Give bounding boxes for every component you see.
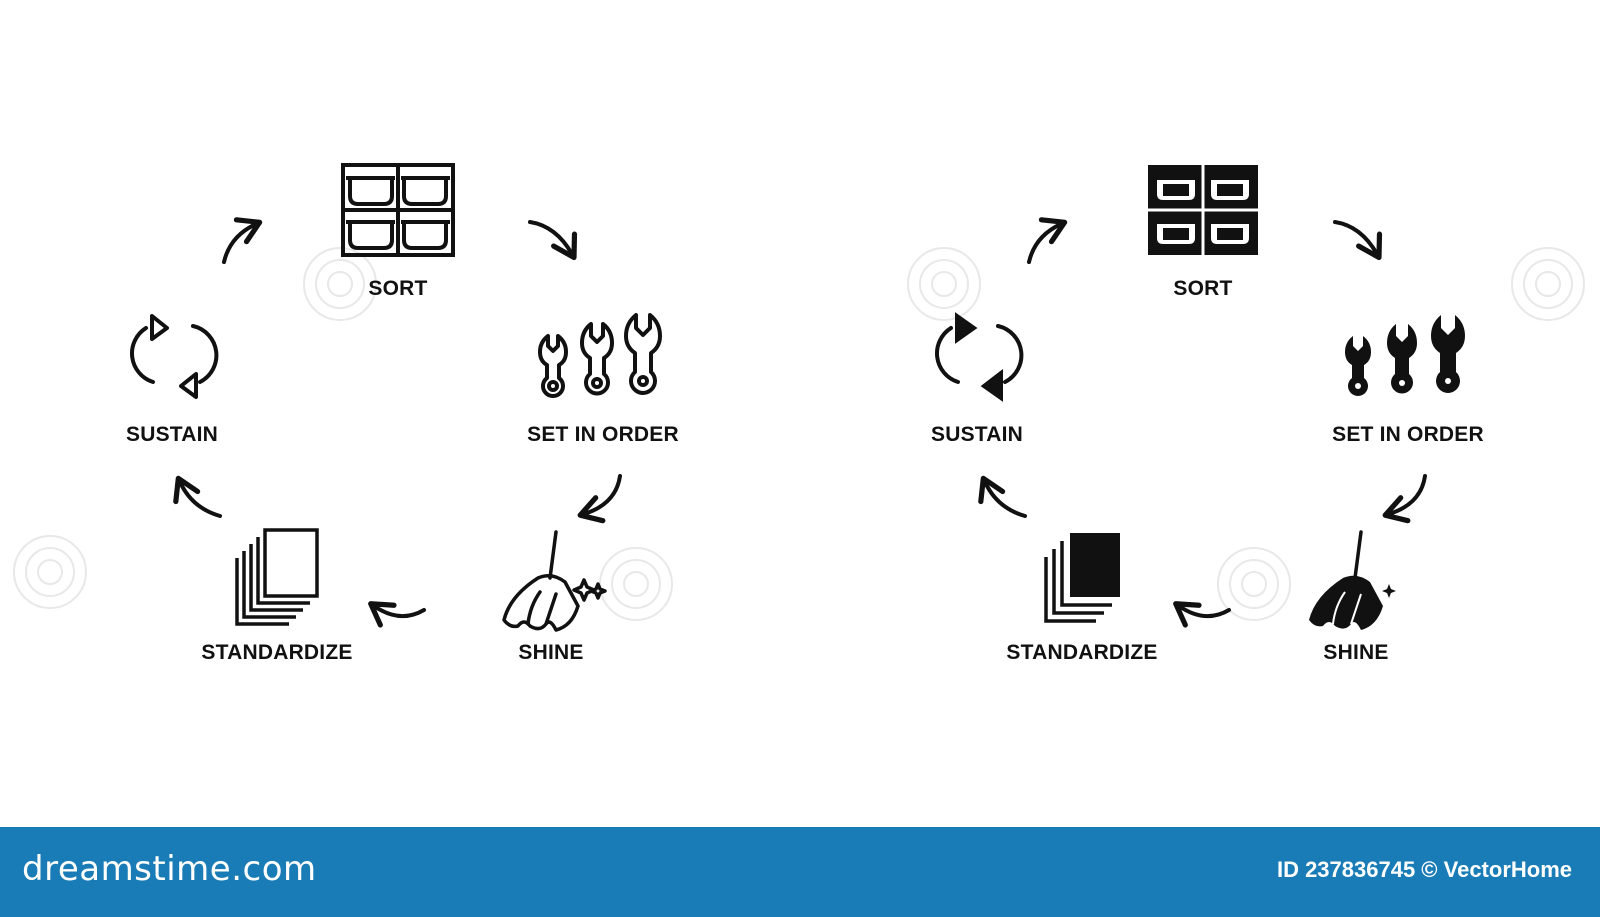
step-label-set-in-order: SET IN ORDER <box>1332 423 1484 446</box>
brand-logo[interactable]: dreamstime.com <box>22 849 317 889</box>
step-label-sustain: SUSTAIN <box>930 423 1024 446</box>
cycle-arrows-icon <box>935 312 1024 402</box>
document-stack-icon <box>1044 533 1120 623</box>
step-label-set-in-order: SET IN ORDER <box>527 423 679 446</box>
arrow-shine-to-standardize <box>1173 601 1231 628</box>
stock-id-credit: ID 237836745 © VectorHome <box>1276 857 1572 882</box>
wrenches-icon <box>538 313 662 398</box>
storage-bins-icon <box>341 163 455 257</box>
arrow-standardize-to-sustain <box>173 475 222 518</box>
flow-arrows <box>978 217 1427 628</box>
flow-arrows <box>173 217 622 628</box>
arrow-sustain-to-sort <box>1027 217 1068 264</box>
arrow-sort-to-setinorder <box>1333 220 1383 261</box>
arrow-shine-to-standardize <box>368 601 426 628</box>
arrow-standardize-to-sustain <box>978 475 1027 518</box>
wrenches-icon <box>1345 315 1465 396</box>
step-label-sort: SORT <box>1173 277 1233 300</box>
step-label-standardize: STANDARDIZE <box>201 641 353 664</box>
arrow-sustain-to-sort <box>222 217 263 264</box>
diagram-outline <box>130 163 662 632</box>
step-label-shine: SHINE <box>518 641 584 664</box>
step-label-sustain: SUSTAIN <box>125 423 219 446</box>
document-stack-icon <box>235 528 319 626</box>
arrow-setinorder-to-shine <box>577 474 622 524</box>
step-label-sort: SORT <box>368 277 428 300</box>
arrow-sort-to-setinorder <box>528 220 578 261</box>
storage-bins-icon <box>1148 165 1258 255</box>
diagram-solid <box>935 165 1465 630</box>
step-label-shine: SHINE <box>1323 641 1389 664</box>
arrow-setinorder-to-shine <box>1382 474 1427 524</box>
step-label-standardize: STANDARDIZE <box>1006 641 1158 664</box>
footer-bar: dreamstime.com ID 237836745 © VectorHome <box>0 827 1600 917</box>
broom-icon <box>1309 530 1396 630</box>
diagram-area: SORT SET IN ORDER SHINE STANDARDIZE SUST… <box>13 163 1585 664</box>
broom-icon <box>502 530 607 632</box>
cycle-arrows-icon <box>130 314 219 399</box>
